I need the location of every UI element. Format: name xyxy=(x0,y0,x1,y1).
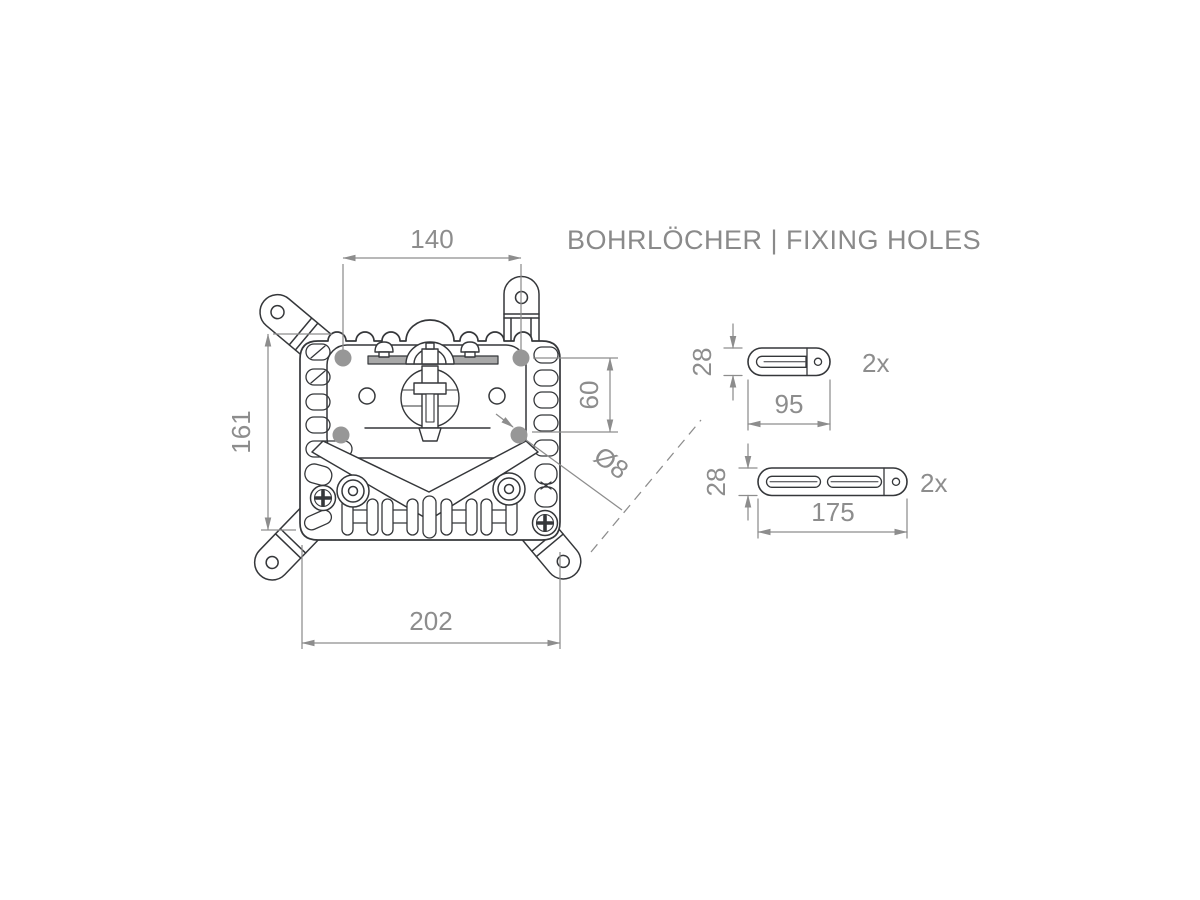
clamp-screw-left xyxy=(374,341,394,358)
slot-175-height-label: 28 xyxy=(701,468,731,497)
bottom-slot-pattern xyxy=(341,495,518,539)
tab-hole xyxy=(265,555,279,570)
dimension-140-label: 140 xyxy=(410,224,453,254)
plate-hole-right xyxy=(488,387,506,405)
dimension-202-label: 202 xyxy=(409,606,452,636)
plate-hole-left xyxy=(358,387,376,405)
tab-hole xyxy=(270,304,285,320)
top-dome-screw xyxy=(405,341,455,365)
dimension-161-label: 161 xyxy=(226,410,256,453)
washer-right xyxy=(492,472,526,506)
slot-175-quantity-label: 2x xyxy=(920,468,947,498)
dimension-60-label: 60 xyxy=(574,381,604,410)
right-edge-slots xyxy=(533,346,559,508)
slot-95-quantity-label: 2x xyxy=(862,348,889,378)
fixing-holes xyxy=(332,349,530,444)
phillips-screw-right xyxy=(531,509,559,537)
clamp-screw-right xyxy=(460,341,480,358)
dimension-60: 60 xyxy=(532,357,618,433)
bracket-drawing xyxy=(253,275,582,581)
slot-95-hole xyxy=(813,357,823,367)
slot-175-hole xyxy=(891,477,901,487)
washer-left xyxy=(336,474,370,508)
slot-95-height-label: 28 xyxy=(687,348,717,377)
slot-detail-95: 28 95 2x xyxy=(687,323,889,431)
dimension-202: 202 xyxy=(301,545,561,649)
slot-detail-175: 28 175 2x xyxy=(701,443,947,539)
fixing-hole-bottom-left xyxy=(332,426,350,444)
projection-dashed-line xyxy=(590,419,702,553)
center-bolt-flange xyxy=(413,382,447,395)
hole-diameter-label: Ø8 xyxy=(588,440,634,485)
drawing-title: BOHRLÖCHER | FIXING HOLES xyxy=(567,225,981,255)
fixing-hole-top-right xyxy=(512,349,530,367)
fixing-hole-bottom-right xyxy=(510,426,528,444)
phillips-screw-left xyxy=(309,484,337,512)
dimension-annotations: 140 161 202 60 Ø8 xyxy=(226,224,702,649)
center-bolt-nut xyxy=(418,427,442,442)
center-adjustment-mechanism xyxy=(364,341,499,442)
dimension-161: 161 xyxy=(226,333,332,531)
slot-175-length-label: 175 xyxy=(811,497,854,527)
fixing-hole-top-left xyxy=(334,349,352,367)
slot-95-length-label: 95 xyxy=(775,389,804,419)
dimension-140: 140 xyxy=(342,224,522,350)
